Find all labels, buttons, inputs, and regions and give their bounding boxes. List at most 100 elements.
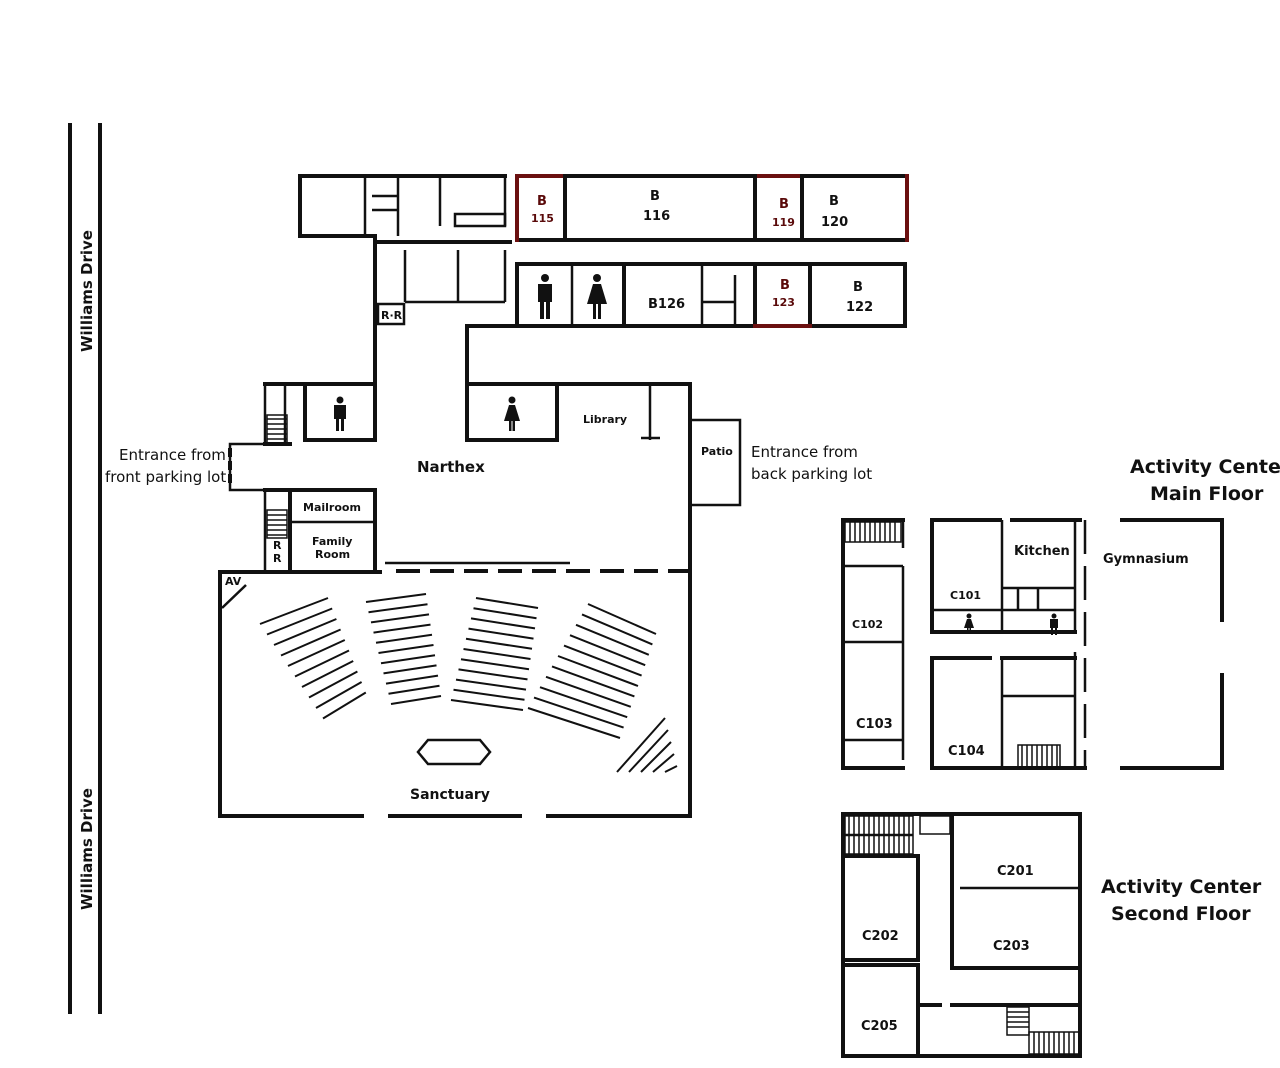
pew-row <box>450 699 524 711</box>
room-c202-label: C202 <box>862 929 899 944</box>
room-b119-number: 119 <box>772 216 795 229</box>
pew-row <box>470 617 536 630</box>
activity-second-title-line1: Activity Center <box>1101 876 1262 898</box>
front-entrance-note-line1: Entrance from <box>119 446 226 464</box>
room-b119-letter: B <box>779 197 789 212</box>
pew-row <box>455 678 527 691</box>
pew-row <box>294 649 350 678</box>
pew-row <box>380 654 436 665</box>
stairs-icon <box>267 418 287 440</box>
stairs-icon <box>849 522 896 542</box>
room-b115-letter: B <box>537 194 547 209</box>
pew-rows <box>259 593 678 773</box>
narthex-area: Library Patio R R Mailroom Family Room N… <box>105 324 872 572</box>
stairs-icon <box>1021 745 1058 767</box>
pew-row <box>315 681 363 709</box>
mens-restroom-icon <box>1050 613 1058 635</box>
street-label-top: Williams Drive <box>78 230 96 352</box>
pew-row <box>468 627 534 640</box>
restroom-label-lower-a: R <box>273 539 282 552</box>
choir-row <box>616 717 666 773</box>
activity-center-second-floor: Activity Center Second Floor <box>841 812 1262 1058</box>
pew-row <box>273 618 337 646</box>
pew-row <box>463 648 531 660</box>
pew-row <box>557 655 639 687</box>
mens-restroom-icon <box>334 396 346 431</box>
pew-row <box>465 637 533 650</box>
pew-row <box>458 668 528 681</box>
room-b115-number: 115 <box>531 212 554 225</box>
pew-row <box>370 613 430 624</box>
pew-row <box>378 644 434 654</box>
restroom-label-lower-b: R <box>273 552 282 565</box>
room-c101-label: C101 <box>950 589 981 602</box>
back-entrance-note-line2: back parking lot <box>751 465 872 483</box>
pew-row <box>365 593 427 603</box>
activity-center-main-floor: Activity Center Main Floor C102 C103 <box>841 456 1280 770</box>
altar-platform <box>416 738 492 766</box>
back-entrance-note-line1: Entrance from <box>751 443 858 461</box>
activity-second-title-line2: Second Floor <box>1111 903 1251 925</box>
pew-row <box>569 634 646 667</box>
front-entrance-note-line2: front parking lot <box>105 468 226 486</box>
mens-restroom-icon <box>538 274 552 319</box>
room-c203-label: C203 <box>993 939 1030 954</box>
room-c103-label: C103 <box>856 717 893 732</box>
narthex-label: Narthex <box>417 458 485 476</box>
pew-row <box>301 660 354 688</box>
williams-drive-street: Williams Drive Williams Drive <box>68 123 102 1014</box>
pew-row <box>383 664 437 675</box>
room-b120-number: 120 <box>821 215 848 230</box>
choir-row <box>640 741 672 773</box>
room-b123-letter: B <box>780 278 790 293</box>
womens-restroom-icon <box>964 613 974 634</box>
room-c205-label: C205 <box>861 1019 898 1034</box>
av-booth-label: AV <box>225 575 242 588</box>
choir-row <box>628 729 669 773</box>
pew-row <box>527 707 621 739</box>
mailroom-label: Mailroom <box>303 501 361 514</box>
street-label-bottom: Williams Drive <box>78 788 96 910</box>
pew-row <box>533 696 624 729</box>
room-b126-label: B126 <box>648 297 685 312</box>
room-b120-letter: B <box>829 194 839 209</box>
pew-row <box>563 644 642 677</box>
pew-row <box>460 658 530 671</box>
room-b122-number: 122 <box>846 300 873 315</box>
pew-row <box>545 675 632 708</box>
library-label: Library <box>583 413 627 426</box>
pew-row <box>551 665 635 698</box>
pew-row <box>280 628 341 657</box>
sanctuary: AV Sanctuary <box>218 561 692 818</box>
pew-row <box>266 607 333 636</box>
pew-row <box>575 623 650 656</box>
pew-row <box>322 691 367 720</box>
pew-row <box>373 623 431 634</box>
pew-row <box>287 639 346 667</box>
choir-row <box>652 753 675 773</box>
pew-row <box>581 613 653 646</box>
family-room-label-a: Family <box>312 535 352 548</box>
womens-restroom-icon <box>587 274 607 319</box>
restroom-label-top: R·R <box>381 309 403 322</box>
family-room-label-b: Room <box>315 548 350 561</box>
education-wing: R·R B 115 B 116 B 119 B 120 B126 B 123 B… <box>298 174 909 332</box>
pew-row <box>475 597 539 609</box>
activity-main-title-line1: Activity Center <box>1130 456 1280 478</box>
room-c102-label: C102 <box>852 618 883 631</box>
womens-restroom-icon <box>504 396 520 431</box>
stairs-icon <box>267 514 287 536</box>
pew-row <box>388 684 440 695</box>
stairs-icon <box>1007 1011 1075 1054</box>
pew-row <box>587 603 657 635</box>
room-c201-label: C201 <box>997 864 1034 879</box>
pew-row <box>539 686 628 719</box>
room-c104-label: C104 <box>948 744 985 759</box>
room-b116-letter: B <box>650 189 660 204</box>
pew-row <box>375 633 433 644</box>
pew-row <box>453 688 525 701</box>
kitchen-label: Kitchen <box>1014 544 1070 559</box>
activity-main-title-line2: Main Floor <box>1150 483 1264 505</box>
pew-row <box>368 603 428 614</box>
